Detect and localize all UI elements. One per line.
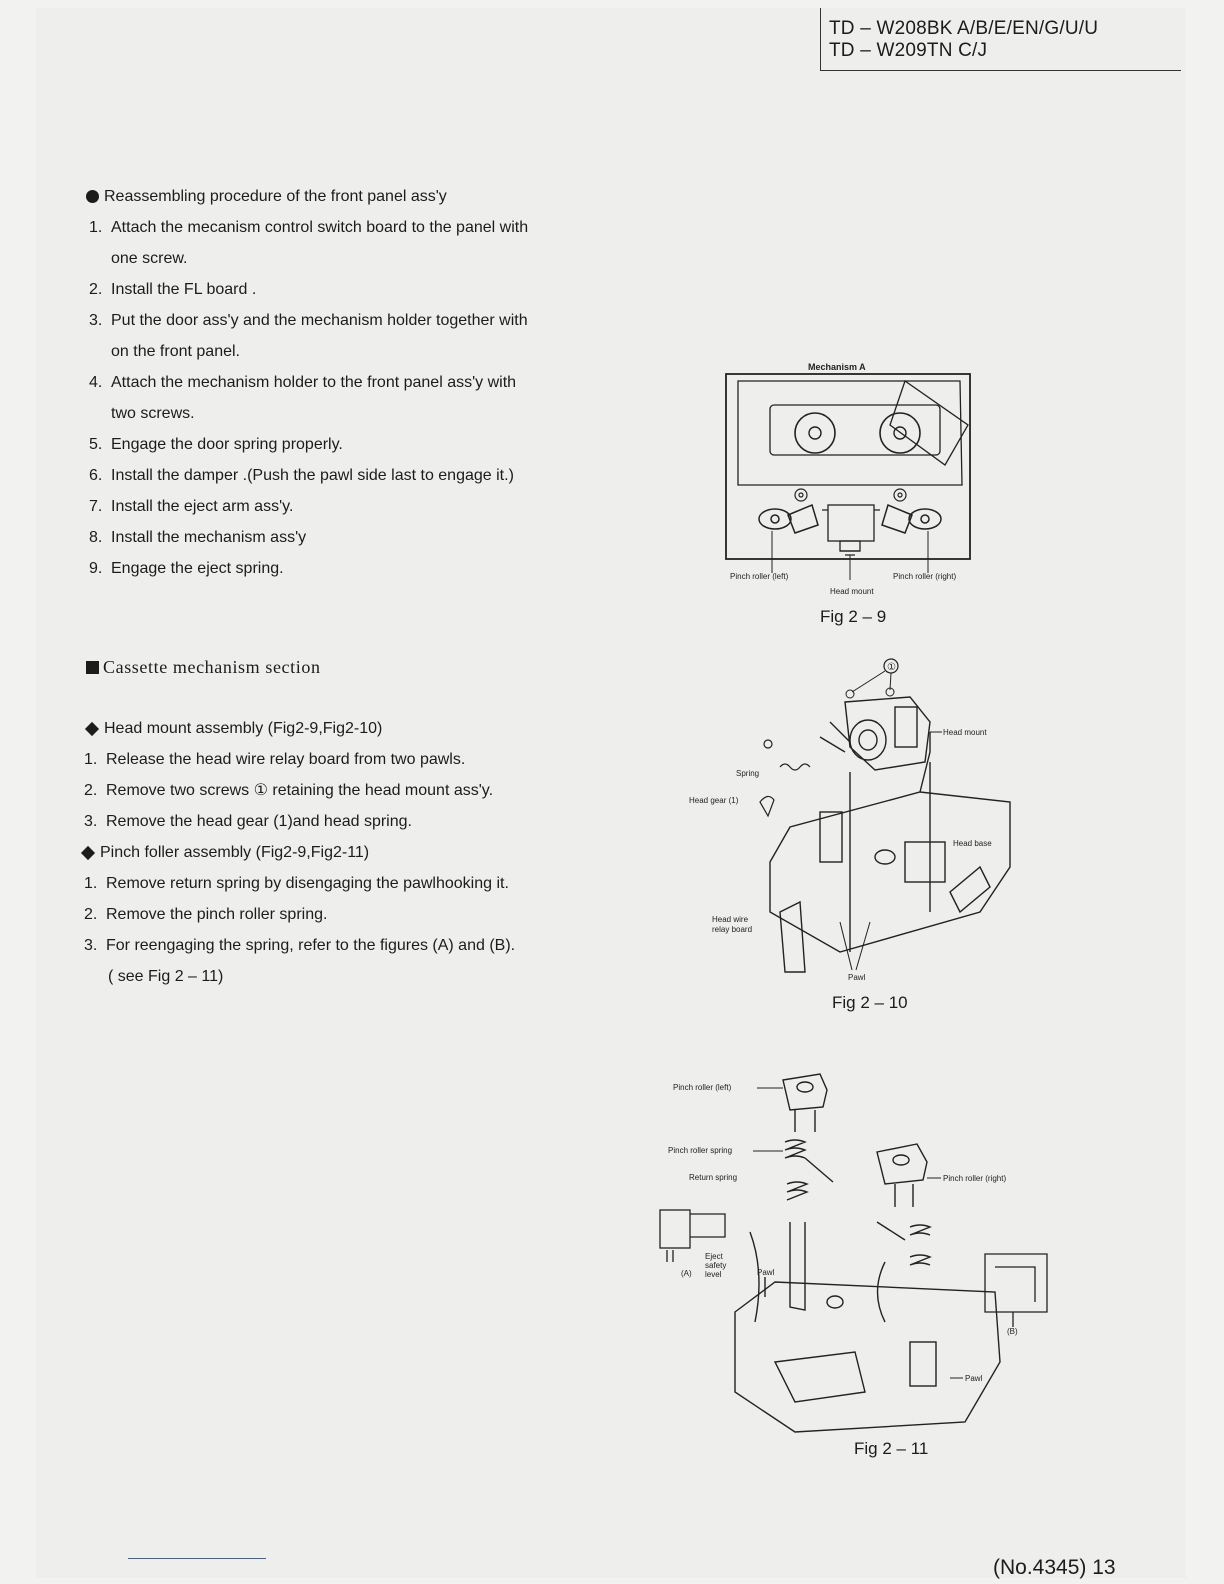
reassembly-step-continued: two screws. (111, 405, 195, 422)
pinch-roller-step: 2.Remove the pinch roller spring. (84, 906, 328, 923)
fig-2-10-diagram: ① Head mount Spring Head gear (1) Head b… (689, 658, 1011, 982)
reassembly-step: 1.Attach the mecanism control switch boa… (89, 219, 529, 236)
removal-procedures: Head mount assembly (Fig2-9,Fig2-10) 1.R… (80, 713, 604, 992)
reassembly-step: 3.Put the door ass'y and the mechanism h… (89, 312, 528, 329)
pinch-roller-right-part (876, 1143, 932, 1266)
reassembly-heading: Reassembling procedure of the front pane… (86, 181, 596, 212)
label-head-gear: Head gear (1) (689, 796, 739, 805)
label-head-mount: Head mount (943, 728, 987, 737)
label-eject-2: safety (705, 1261, 726, 1270)
label-pinch-roller-right: Pinch roller (right) (893, 572, 956, 581)
head-mount-shape (822, 504, 880, 556)
pinch-spring-coil (784, 1139, 834, 1183)
head-mount-step: 3.Remove the head gear (1)and head sprin… (84, 813, 412, 830)
pinch-roller-step: 1.Remove return spring by disengaging th… (84, 875, 509, 892)
label-eject-3: level (705, 1270, 722, 1279)
label-pinch-roller-right: Pinch roller (right) (943, 1174, 1006, 1183)
reassembly-step: 5.Engage the door spring properly. (89, 436, 343, 453)
reassembly-step: 7.Install the eject arm ass'y. (89, 498, 294, 515)
label-head-wire-2: relay board (712, 925, 752, 934)
label-head-mount: Head mount (830, 587, 874, 596)
label-return-spring: Return spring (689, 1173, 737, 1182)
reassembly-step-continued: one screw. (111, 250, 188, 267)
reel-hubs (794, 412, 921, 454)
head-mount-step: 1.Release the head wire relay board from… (84, 751, 466, 768)
callout-label: ① (887, 662, 896, 673)
leader-lines (771, 531, 929, 580)
reassembly-heading-text: Reassembling procedure of the front pane… (104, 188, 447, 205)
mechanism-frame (725, 373, 971, 560)
fig-2-10-caption: Fig 2 – 10 (832, 993, 908, 1012)
return-spring-coil (786, 1181, 809, 1201)
pinch-roller-right-shape (881, 503, 942, 534)
model-header: TD – W208BK A/B/E/EN/G/U/U TD – W209TN C… (820, 8, 1181, 71)
head-mount-assembly-shape (819, 696, 931, 771)
label-eject-1: Eject (705, 1252, 724, 1261)
label-b: (B) (1007, 1327, 1018, 1336)
label-head-base: Head base (953, 839, 992, 848)
head-mount-step: 2.Remove two screws ① retaining the head… (84, 782, 494, 799)
pinch-roller-step: 3.For reengaging the spring, refer to th… (84, 937, 516, 954)
small-capstans (794, 488, 907, 502)
cassette-section: Cassette mechanism section (86, 652, 596, 683)
reassembly-step: 2.Install the FL board . (89, 281, 257, 298)
detail-b (984, 1253, 1048, 1327)
screw-leaders (845, 670, 895, 699)
cassette-outline (737, 379, 969, 486)
reassembly-step: 8.Install the mechanism ass'y (89, 529, 307, 546)
reassembly-step-continued: on the front panel. (111, 343, 240, 360)
pinch-roller-left-part (782, 1073, 828, 1132)
fig-2-9-diagram: Mechanism A Pinch roller (left) Head mou (725, 362, 971, 596)
head-base-plate (769, 732, 1011, 973)
label-pinch-roller-spring: Pinch roller spring (668, 1146, 732, 1155)
label-spring: Spring (736, 769, 759, 778)
label-head-wire-1: Head wire (712, 915, 749, 924)
footer-divider (128, 1558, 266, 1559)
model-line-2: TD – W209TN C/J (829, 40, 988, 61)
reassembly-step: 4.Attach the mechanism holder to the fro… (89, 374, 517, 391)
label-pawl: Pawl (848, 973, 866, 982)
diamond-bullet-icon (84, 721, 100, 736)
label-pawl-2: Pawl (965, 1374, 983, 1383)
label-pinch-roller-left: Pinch roller (left) (673, 1083, 732, 1092)
model-line-1: TD – W208BK A/B/E/EN/G/U/U (829, 18, 1099, 39)
detail-a (659, 1209, 726, 1262)
fig-2-11-diagram: Pinch roller (left) Pinch roller spring … (659, 1073, 1048, 1433)
diamond-bullet-icon (80, 845, 96, 860)
spring-shape (759, 739, 811, 818)
head-mount-heading: Head mount assembly (Fig2-9,Fig2-10) (84, 713, 604, 744)
fig-2-9-title: Mechanism A (808, 362, 866, 372)
pinch-roller-left-shape (758, 503, 819, 534)
pinch-roller-heading: Pinch foller assembly (Fig2-9,Fig2-11) (80, 837, 604, 868)
label-a: (A) (681, 1269, 692, 1278)
page-number: (No.4345) 13 (993, 1556, 1116, 1579)
pinch-roller-step-continued: ( see Fig 2 – 11) (108, 968, 224, 985)
cassette-section-heading: Cassette mechanism section (86, 652, 596, 683)
label-pinch-roller-left: Pinch roller (left) (730, 572, 789, 581)
mechanism-base-plate (734, 1222, 1001, 1433)
page-background (36, 8, 1186, 1578)
fig-2-9-caption: Fig 2 – 9 (820, 607, 887, 626)
reassembly-section: Reassembling procedure of the front pane… (86, 181, 596, 584)
fig-2-11-caption: Fig 2 – 11 (854, 1439, 929, 1458)
square-bullet-icon (86, 661, 99, 674)
cassette-section-heading-text: Cassette mechanism section (103, 657, 321, 677)
label-pawl-1: Pawl (757, 1268, 775, 1277)
circle-bullet-icon (86, 190, 99, 203)
reassembly-step: 6.Install the damper .(Push the pawl sid… (89, 467, 514, 484)
pawl-leaders (839, 921, 871, 971)
reassembly-step: 9.Engage the eject spring. (89, 560, 284, 577)
